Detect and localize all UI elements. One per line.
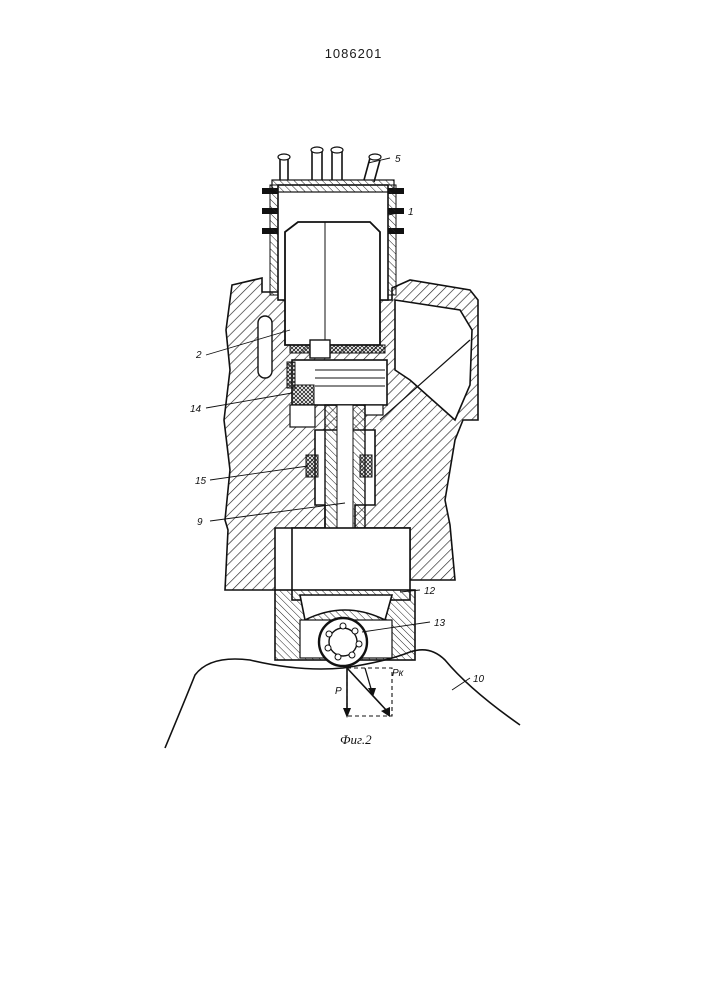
label-13: 13 (434, 618, 446, 629)
roller-bearing (319, 618, 367, 666)
piston (285, 222, 385, 358)
label-12: 12 (424, 586, 436, 597)
label-force-pk: Pк (392, 668, 405, 679)
label-10: 10 (473, 674, 485, 685)
label-1: 1 (408, 207, 414, 218)
figure-caption: Фиг.2 (340, 732, 372, 747)
label-2: 2 (195, 350, 202, 361)
force-diagram (343, 668, 392, 718)
label-force-p: P (335, 686, 342, 697)
label-5: 5 (395, 154, 401, 165)
label-9: 9 (197, 517, 203, 528)
label-15: 15 (195, 476, 207, 487)
oil-channel (258, 316, 272, 378)
label-14: 14 (190, 404, 202, 415)
